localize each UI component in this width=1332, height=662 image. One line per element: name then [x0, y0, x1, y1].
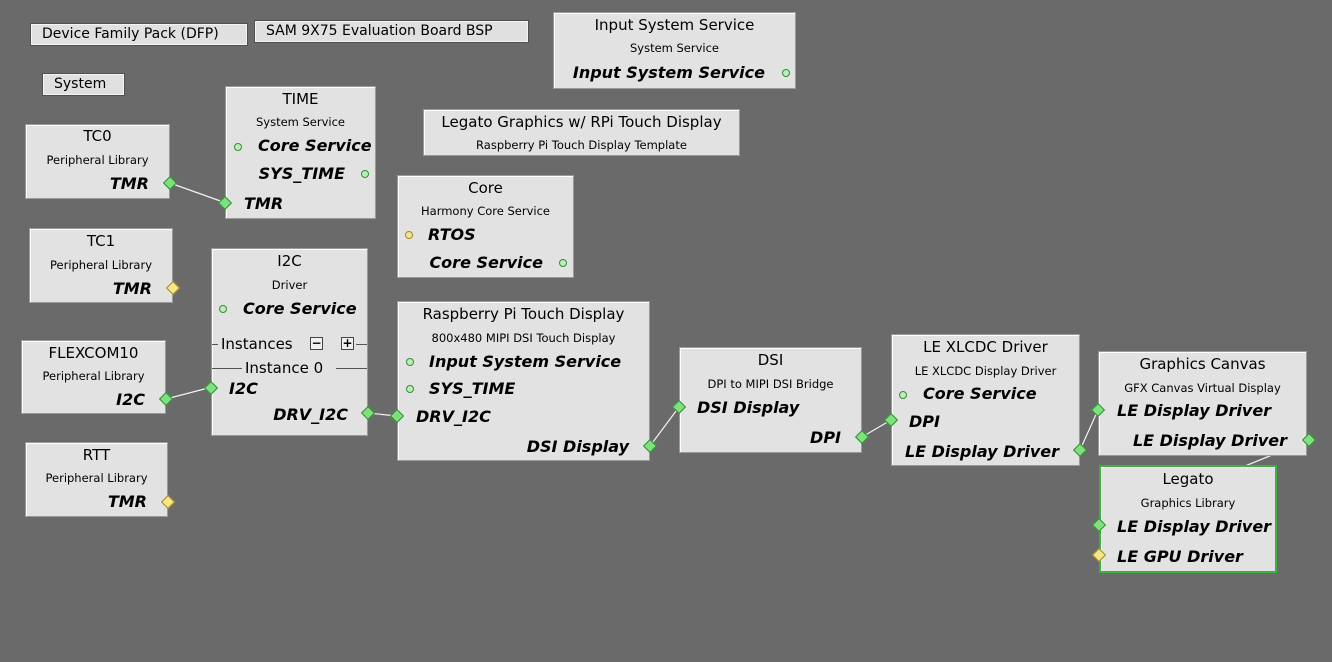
node-title: TC1 [86, 232, 116, 250]
port-label: LE Display Driver [1117, 517, 1272, 536]
wire-tc0-time [169, 182, 227, 204]
node-subtitle: GFX Canvas Virtual Display [1124, 381, 1281, 395]
port-core-service-out[interactable] [559, 259, 567, 267]
node-title: Core [468, 179, 503, 197]
node-title: Legato [1162, 470, 1214, 488]
node-subtitle: Driver [271, 278, 308, 292]
node-title: Raspberry Pi Touch Display [422, 305, 625, 323]
port-label: I2C [229, 379, 258, 398]
port-input-system-in[interactable] [406, 358, 414, 366]
port-label: RTOS [428, 225, 476, 244]
node-title: TIME [282, 90, 319, 108]
port-core-service-in[interactable] [219, 305, 227, 313]
node-title: RTT [82, 446, 111, 464]
tc0-node[interactable]: TC0 Peripheral Library TMR [25, 124, 170, 199]
port-label: LE GPU Driver [1117, 547, 1243, 566]
port-label: Input System Service [429, 352, 622, 371]
dsi-node[interactable]: DSI DPI to MIPI DSI Bridge DSI Display D… [679, 347, 862, 453]
port-label: TMR [112, 279, 152, 298]
port-label: I2C [116, 390, 145, 409]
legato-template-node[interactable]: Legato Graphics w/ RPi Touch Display Ras… [423, 109, 740, 156]
divider [212, 368, 242, 369]
port-label: LE Display Driver [1132, 431, 1287, 450]
port-label: DSI Display [697, 398, 800, 417]
port-label: Core Service [429, 253, 543, 272]
port-label: Core Service [258, 136, 372, 155]
port-label: DRV_I2C [416, 407, 491, 426]
node-subtitle: Peripheral Library [45, 471, 148, 485]
port-label: DPI [810, 428, 841, 447]
port-label: TMR [107, 492, 147, 511]
port-sys-time-out[interactable] [361, 170, 369, 178]
node-subtitle: Peripheral Library [42, 369, 145, 383]
port-core-service-in[interactable] [899, 391, 907, 399]
add-instance-button[interactable]: + [341, 336, 354, 350]
remove-instance-button[interactable]: − [310, 336, 323, 350]
port-label: TMR [109, 174, 149, 193]
instance-0-label: Instance 0 [245, 359, 324, 377]
port-label: Core Service [243, 299, 357, 318]
node-title: TC0 [83, 127, 112, 145]
instances-label: Instances [221, 335, 293, 353]
divider [336, 368, 367, 369]
graphics-canvas-node[interactable]: Graphics Canvas GFX Canvas Virtual Displ… [1098, 351, 1307, 456]
input-system-service-node[interactable]: Input System Service System Service Inpu… [553, 12, 796, 89]
core-node[interactable]: Core Harmony Core Service RTOS Core Serv… [397, 175, 574, 278]
rtt-node[interactable]: RTT Peripheral Library TMR [25, 442, 168, 517]
node-subtitle: Graphics Library [1140, 496, 1236, 510]
node-subtitle: DPI to MIPI DSI Bridge [707, 377, 834, 391]
node-title: Input System Service [594, 16, 755, 34]
legato-node[interactable]: Legato Graphics Library LE Display Drive… [1099, 465, 1277, 573]
node-title: FLEXCOM10 [48, 344, 139, 362]
le-xlcdc-driver-node[interactable]: LE XLCDC Driver LE XLCDC Display Driver … [891, 334, 1080, 466]
node-subtitle: System Service [629, 41, 720, 55]
node-title: DSI [757, 351, 784, 369]
port-label: SYS_TIME [429, 379, 516, 398]
time-node[interactable]: TIME System Service Core Service SYS_TIM… [225, 86, 376, 219]
node-title: LE XLCDC Driver [923, 338, 1048, 356]
node-title: Graphics Canvas [1139, 355, 1266, 373]
port-sys-time-in[interactable] [406, 385, 414, 393]
port-label: DPI [909, 412, 940, 431]
node-subtitle: Harmony Core Service [421, 204, 550, 218]
wire-rpi-dsi [649, 406, 680, 447]
port-rtos-in[interactable] [405, 231, 413, 239]
wire-xlcdc-canvas [1079, 409, 1099, 451]
port-label: Core Service [923, 384, 1037, 403]
node-title: I2C [277, 252, 302, 270]
port-core-service-in[interactable] [234, 143, 242, 151]
node-subtitle: Raspberry Pi Touch Display Template [476, 138, 687, 152]
bsp-chip[interactable]: SAM 9X75 Evaluation Board BSP [254, 20, 529, 43]
node-subtitle: System Service [255, 115, 346, 129]
port-label: TMR [244, 194, 284, 213]
rpi-touch-display-node[interactable]: Raspberry Pi Touch Display 800x480 MIPI … [397, 301, 650, 461]
divider [356, 344, 367, 345]
tc1-node[interactable]: TC1 Peripheral Library TMR [29, 228, 173, 303]
dfp-chip[interactable]: Device Family Pack (DFP) [30, 23, 248, 46]
i2c-driver-node[interactable]: I2C Driver Core Service Instances − + In… [211, 248, 368, 436]
node-subtitle: Peripheral Library [46, 153, 149, 167]
node-subtitle: Peripheral Library [49, 258, 153, 272]
port-label: Input System Service [572, 63, 765, 82]
port-label: SYS_TIME [258, 164, 345, 183]
node-subtitle: LE XLCDC Display Driver [914, 364, 1057, 378]
port-input-system-out[interactable] [782, 69, 790, 77]
port-label: DSI Display [526, 437, 629, 456]
port-label: LE Display Driver [904, 442, 1059, 461]
flexcom10-node[interactable]: FLEXCOM10 Peripheral Library I2C [21, 340, 166, 414]
port-label: DRV_I2C [273, 405, 348, 424]
node-subtitle: 800x480 MIPI DSI Touch Display [431, 331, 616, 345]
node-title: Legato Graphics w/ RPi Touch Display [441, 113, 722, 131]
system-chip[interactable]: System [42, 73, 125, 96]
port-label: LE Display Driver [1117, 401, 1272, 420]
divider [212, 344, 218, 345]
